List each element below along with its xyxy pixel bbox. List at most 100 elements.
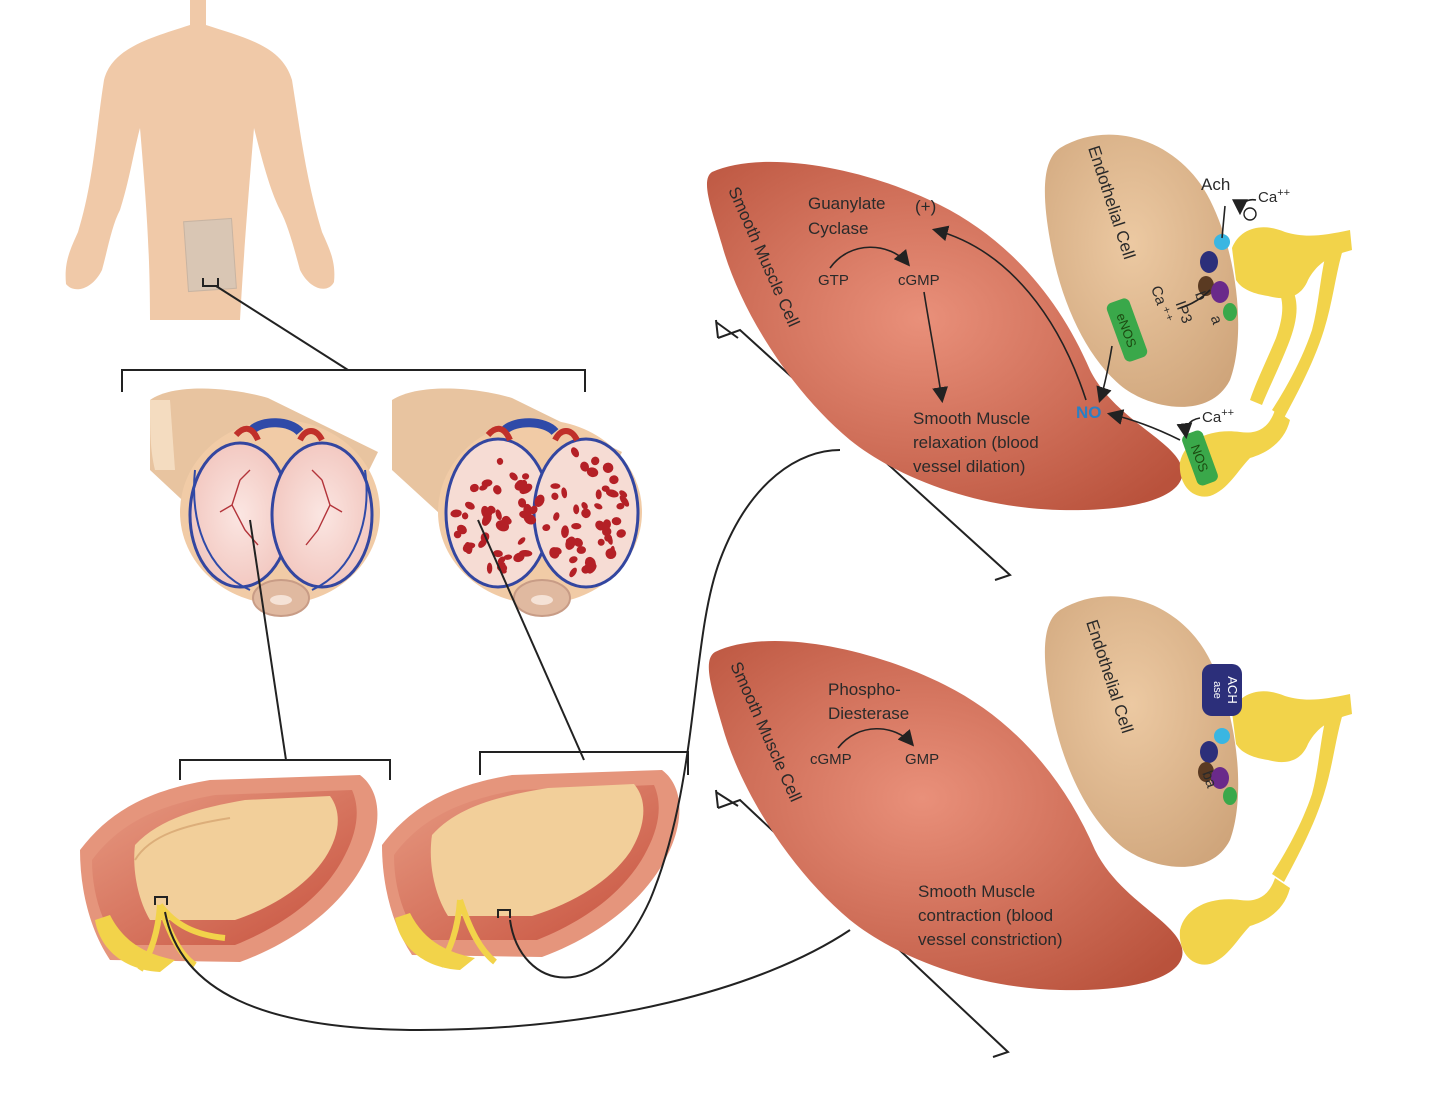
sinusoid-blob (552, 547, 562, 555)
cyclase-label: Cyclase (808, 219, 868, 238)
plus-sign: (+) (915, 197, 936, 216)
sinusoid-blob (553, 512, 560, 521)
contraction-line-1: Smooth Muscle (918, 882, 1035, 901)
sinusoid-blob (565, 536, 576, 550)
sinusoid-blob (534, 494, 545, 507)
bracket-sections (121, 369, 586, 392)
sinusoid-blob (586, 467, 599, 478)
cgmp-label-bottom: cGMP (810, 751, 852, 768)
blood-vessel-constricted (80, 775, 378, 972)
sinusoid-blob (497, 556, 506, 564)
sinusoid-blob (479, 484, 488, 491)
body-silhouette (65, 0, 335, 320)
sinusoid-blob (581, 508, 591, 519)
sinusoid-blob (594, 503, 603, 510)
cross-section-erect (392, 388, 642, 617)
human-body-figure (65, 0, 335, 320)
sinusoid-blob (561, 525, 569, 538)
sinusoid-blob (481, 512, 492, 526)
sinusoid-blood-pattern (450, 447, 630, 578)
sinusoid-blob (569, 567, 577, 578)
contraction-line-2: contraction (blood (918, 906, 1053, 925)
sinusoid-blob (561, 487, 568, 499)
sinusoid-blob (495, 509, 502, 521)
enos-chip (1106, 298, 1148, 362)
blood-vessel-dilated (382, 770, 680, 970)
sinusoid-blob (523, 513, 537, 525)
sinusoid-blob (606, 533, 613, 545)
sinusoid-blob (542, 524, 551, 532)
leader-body-to-sections (215, 285, 349, 371)
highlight-patch (183, 217, 237, 293)
sinusoid-blob (509, 472, 518, 481)
achase-label-2: ase (1211, 681, 1223, 699)
sinusoid-blob (605, 489, 619, 498)
sinusoid-blob (583, 563, 594, 572)
smooth-muscle-cell-bottom (708, 640, 1183, 991)
sinusoid-blob (573, 504, 580, 515)
sinusoid-blob (513, 552, 525, 563)
sinusoid-blob (503, 554, 513, 560)
receptor-ba-label: ba (1198, 769, 1220, 791)
achase-label-1: ACH (1225, 676, 1240, 703)
sinusoid-blob (602, 519, 612, 530)
sinusoid-blob (597, 538, 605, 546)
sinusoid-blob (517, 537, 526, 545)
sinusoid-blob (602, 462, 614, 474)
ach-label: Ach (1201, 175, 1230, 194)
ip3-label: IP3 (1172, 299, 1196, 326)
achase-chip (1202, 664, 1242, 716)
sinusoid-blob (595, 521, 603, 531)
sinusoid-blob (569, 556, 578, 564)
cross-section-flaccid (150, 388, 380, 617)
ca-top-label: Ca++ (1258, 187, 1290, 206)
sinusoid-blob (609, 475, 619, 485)
sinusoid-blob (576, 546, 586, 554)
sinusoid-blob (595, 489, 602, 500)
sinusoid-blob (580, 461, 590, 472)
sinusoid-blob (522, 473, 530, 480)
nerve-terminal-bottom (1179, 691, 1352, 965)
sinusoid-blob (492, 550, 503, 558)
phospho-label: Phospho- (828, 680, 901, 699)
sinusoid-blob (486, 562, 493, 574)
endothelial-cell-bottom (1044, 596, 1239, 867)
bracket-vessel-1 (179, 759, 391, 780)
receptor-complex-bottom (1198, 728, 1237, 805)
sinusoid-blob (496, 457, 504, 465)
sinusoid-blob (465, 501, 475, 510)
relaxation-line-2: relaxation (blood (913, 433, 1039, 452)
nerve-terminal-top (1179, 227, 1352, 497)
sinusoid-blob (616, 529, 626, 538)
sinusoid-blob (456, 524, 467, 535)
no-label: NO (1076, 403, 1102, 422)
nos-chip-top (1182, 430, 1218, 486)
gmp-label: GMP (905, 751, 939, 768)
sinusoid-blob (611, 517, 622, 526)
sinusoid-blob (521, 479, 528, 487)
sinusoid-blob (462, 544, 470, 553)
sinusoid-blob (469, 483, 479, 493)
endothelial-cell-top (1044, 134, 1239, 407)
sinusoid-blob (550, 483, 561, 489)
cgmp-label-top: cGMP (898, 272, 940, 289)
sinusoid-blob (486, 507, 494, 517)
sinusoid-blob (570, 447, 580, 458)
leader-section1-to-vessel (249, 519, 287, 761)
sinusoid-blob (619, 495, 630, 507)
contraction-line-3: vessel constriction) (918, 930, 1063, 949)
sinusoid-blob (450, 509, 462, 518)
sinusoid-blob (551, 492, 559, 500)
sinusoid-blob (601, 485, 610, 492)
sinusoid-blob (518, 498, 527, 508)
leader-section2-to-vessel (477, 519, 585, 761)
pointer-mark (202, 278, 219, 287)
sinusoid-blob (571, 522, 582, 530)
sinusoid-blob (605, 548, 617, 559)
sinusoid-blob (523, 503, 533, 517)
bottom-panel-contraction: ACH ase ba Endothelial Cell Smooth Muscl… (708, 596, 1352, 1058)
sinusoid-blob (529, 505, 538, 515)
smooth-muscle-cell-top (706, 161, 1183, 511)
sinusoid-blob (573, 537, 583, 547)
